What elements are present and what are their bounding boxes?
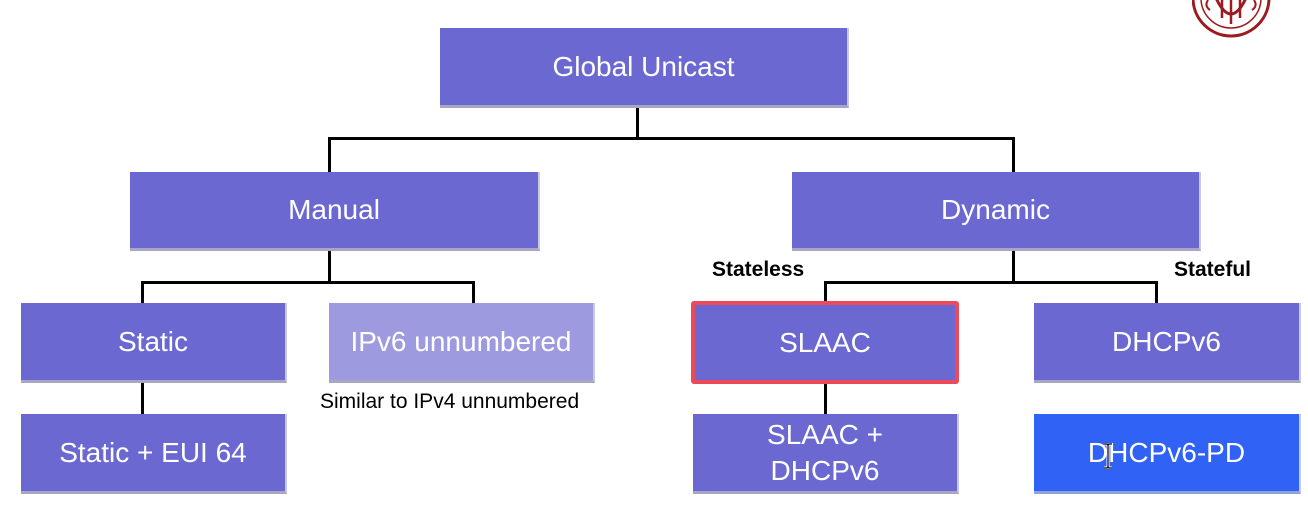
university-seal-logo	[1192, 0, 1308, 48]
node-slaac-dhcpv6-line1: SLAAC +	[767, 418, 883, 450]
connector-root-horizontal	[328, 137, 1015, 140]
node-static-eui64: Static + EUI 64	[21, 414, 287, 494]
node-dynamic: Dynamic	[792, 172, 1201, 251]
node-global-unicast: Global Unicast	[440, 28, 849, 108]
connector-to-slaac	[824, 281, 827, 304]
node-slaac-dhcpv6: SLAAC + DHCPv6	[693, 414, 959, 494]
text-cursor-icon	[1104, 443, 1112, 469]
connector-to-static	[141, 281, 144, 304]
connector-manual-down	[328, 250, 331, 283]
connector-static-eui64	[141, 382, 144, 415]
connector-root-down	[636, 107, 639, 138]
node-manual: Manual	[130, 172, 540, 251]
node-dhcpv6: DHCPv6	[1034, 303, 1301, 383]
connector-dynamic-horizontal	[824, 281, 1158, 284]
connector-slaac-dhcpv6	[824, 382, 827, 415]
connector-to-dhcpv6	[1155, 281, 1158, 304]
unnumbered-note: Similar to IPv4 unnumbered	[320, 390, 580, 413]
node-slaac[interactable]: SLAAC	[691, 301, 959, 384]
node-ipv6-unnumbered: IPv6 unnumbered	[329, 303, 595, 383]
node-dhcpv6-pd: DHCPv6-PD	[1034, 414, 1301, 494]
node-slaac-dhcpv6-line2: DHCPv6	[770, 454, 880, 486]
stateful-label: Stateful	[1174, 258, 1252, 281]
connector-dynamic-down	[1012, 250, 1015, 283]
node-static: Static	[21, 303, 287, 383]
connector-manual-horizontal	[141, 281, 475, 284]
connector-to-unnumbered	[472, 281, 475, 304]
connector-to-dynamic	[1012, 137, 1015, 173]
connector-to-manual	[328, 137, 331, 173]
stateless-label: Stateless	[712, 258, 805, 281]
